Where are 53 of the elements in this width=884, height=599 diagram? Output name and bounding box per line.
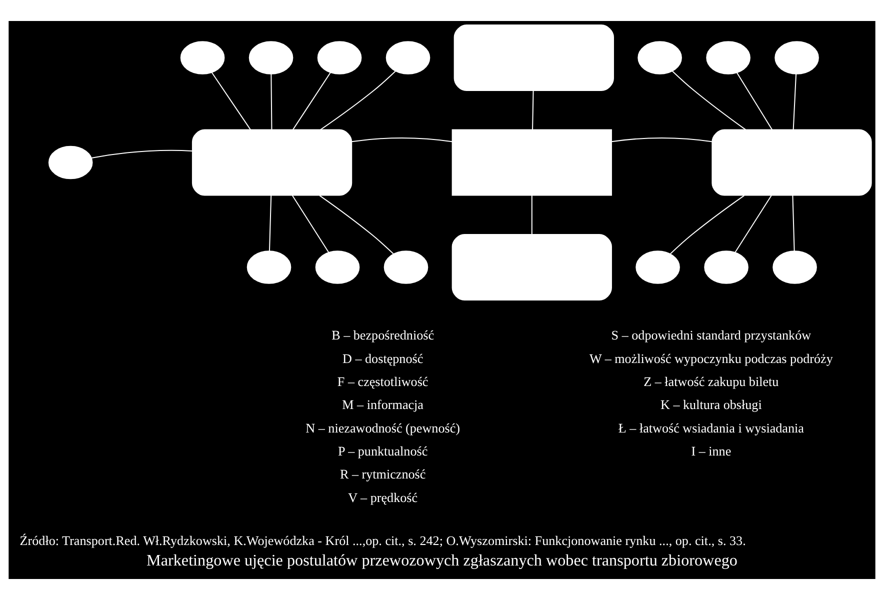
connector: [792, 73, 797, 130]
label: B – bezpośredniość: [332, 327, 434, 342]
node-ellipse: [704, 250, 748, 284]
connector: [268, 194, 272, 250]
label: I – inne: [691, 443, 732, 458]
node-ellipse: [772, 250, 817, 284]
label: M – informacja: [342, 396, 424, 412]
connector: [270, 73, 272, 130]
connector: [532, 90, 534, 130]
node-box: [454, 24, 614, 90]
node-ellipse: [384, 250, 428, 284]
label: Ł – łatwość wsiadania i wysiadania: [618, 420, 804, 435]
node-ellipse: [248, 40, 294, 74]
connector: [212, 72, 251, 130]
connector: [352, 136, 452, 142]
label: W – możliwość wypoczynku podczas podróży: [589, 350, 833, 366]
connector: [292, 194, 330, 252]
node-ellipse: [317, 40, 362, 74]
node-ellipse: [774, 40, 819, 74]
label: S – odpowiedni standard przystanków: [611, 327, 812, 342]
node-box: [712, 128, 872, 196]
connector: [531, 194, 532, 234]
node-ellipse: [180, 40, 225, 74]
label: V – prędkość: [348, 489, 418, 504]
label: F – częstotliwość: [337, 374, 428, 389]
label: K – kultura obsługi: [660, 396, 762, 412]
connector: [292, 72, 331, 130]
label: N – niezawodność (pewność): [306, 420, 460, 435]
node-box: [452, 234, 612, 300]
connector: [672, 70, 746, 130]
connector: [612, 136, 712, 142]
node-box: [452, 128, 612, 196]
connector: [736, 72, 773, 130]
node-ellipse: [636, 250, 680, 284]
node-ellipse: [706, 40, 750, 74]
connector: [91, 149, 192, 158]
node-ellipse: [638, 40, 682, 74]
label: Źródło: Transport.Red. Wł.Rydzkowski, K.Wojewódzka - Król ...,op. cit., s. 242; O.Wyszomirski: Funkcjonowanie rynku ..., op. cit., s. 33.: [20, 532, 746, 548]
connector: [734, 194, 772, 252]
node-box: [192, 128, 352, 196]
connector: [670, 194, 744, 254]
connector: [319, 194, 394, 254]
label: Z – łatwość zakupu biletu: [644, 374, 779, 389]
node-ellipse: [246, 250, 292, 284]
connector: [320, 70, 396, 130]
label: R – rytmiczność: [340, 466, 426, 482]
connector: [792, 194, 795, 250]
label: P – punktualność: [338, 443, 428, 458]
node-ellipse: [386, 40, 430, 74]
label: D – dostępność: [342, 350, 424, 366]
node-ellipse: [315, 250, 360, 284]
node-ellipse: [48, 145, 93, 179]
caption: Marketingowe ujęcie postulatów przewozowych zgłaszanych wobec transportu zbiorowego: [146, 552, 738, 570]
